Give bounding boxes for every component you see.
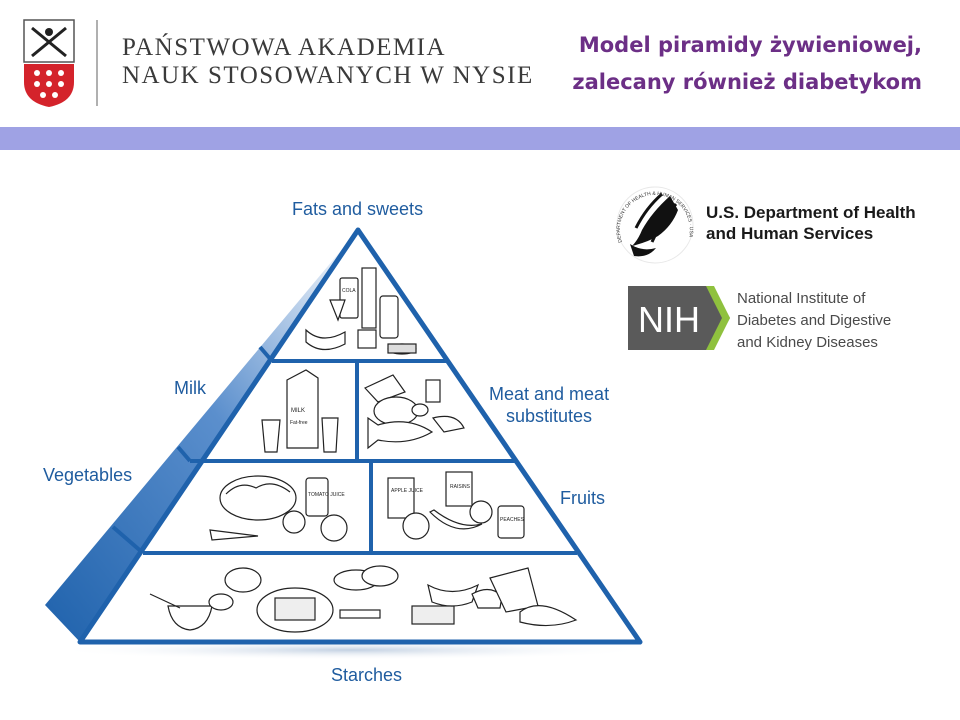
hhs-eagle-icon: DEPARTMENT OF HEALTH & HUMAN SERVICES · …	[616, 186, 694, 264]
svg-text:MILK: MILK	[291, 408, 305, 414]
slide-title-line-2: zalecany również diabetykom	[572, 70, 922, 94]
header-band	[0, 127, 960, 150]
pyramid-shadow	[50, 640, 650, 660]
fats-sweets-foods: COLA	[305, 267, 417, 355]
food-pyramid-diagram: COLA MILK Fat-free TOMATO JUICE	[45, 227, 650, 660]
nih-name-line-3: and Kidney Diseases	[737, 334, 878, 351]
milk-foods: MILK Fat-free	[261, 369, 339, 453]
fruits-foods: APPLE JUICE RAISINS PEACHES	[387, 471, 525, 540]
svg-text:APPLE JUICE: APPLE JUICE	[391, 488, 424, 494]
label-fruits: Fruits	[560, 488, 605, 508]
hhs-name-line-1: U.S. Department of Health	[706, 203, 916, 222]
svg-text:TOMATO JUICE: TOMATO JUICE	[308, 492, 345, 498]
label-fats-and-sweets: Fats and sweets	[292, 199, 424, 219]
meat-foods	[363, 374, 465, 450]
starches-foods	[149, 565, 578, 633]
academy-name-line-2: NAUK STOSOWANYCH W NYSIE	[122, 62, 534, 89]
vegetables-foods: TOMATO JUICE	[209, 475, 348, 542]
nih-badge-icon: NIH	[628, 286, 730, 350]
svg-text:PEACHES: PEACHES	[500, 517, 525, 523]
svg-text:RAISINS: RAISINS	[450, 484, 471, 490]
nih-name-line-2: Diabetes and Digestive	[737, 312, 892, 329]
label-vegetables: Vegetables	[43, 465, 133, 485]
hhs-name: U.S. Department of Health and Human Serv…	[706, 202, 916, 244]
slide-title-line-1: Model piramidy żywieniowej,	[578, 33, 922, 57]
label-starches: Starches	[331, 665, 403, 685]
label-meat-line-2: substitutes	[506, 406, 593, 426]
label-meat-line-1: Meat and meat	[489, 384, 610, 404]
nih-name-line-1: National Institute of	[737, 290, 866, 307]
academy-name: PAŃSTWOWA AKADEMIA NAUK STOSOWANYCH W NY…	[122, 34, 534, 90]
academy-crest-icon	[23, 19, 75, 107]
slide-title: Model piramidy żywieniowej, zalecany rów…	[572, 27, 922, 101]
svg-text:COLA: COLA	[342, 288, 356, 294]
label-meat: Meat and meat substitutes	[489, 383, 609, 427]
academy-name-line-1: PAŃSTWOWA AKADEMIA	[122, 34, 447, 61]
label-milk: Milk	[174, 378, 206, 398]
logo-divider	[96, 20, 98, 106]
pyramid-side-face	[45, 230, 358, 642]
svg-text:NIH: NIH	[638, 299, 700, 340]
nih-name: National Institute of Diabetes and Diges…	[737, 288, 891, 354]
hhs-name-line-2: and Human Services	[706, 224, 874, 243]
svg-text:Fat-free: Fat-free	[290, 420, 308, 426]
